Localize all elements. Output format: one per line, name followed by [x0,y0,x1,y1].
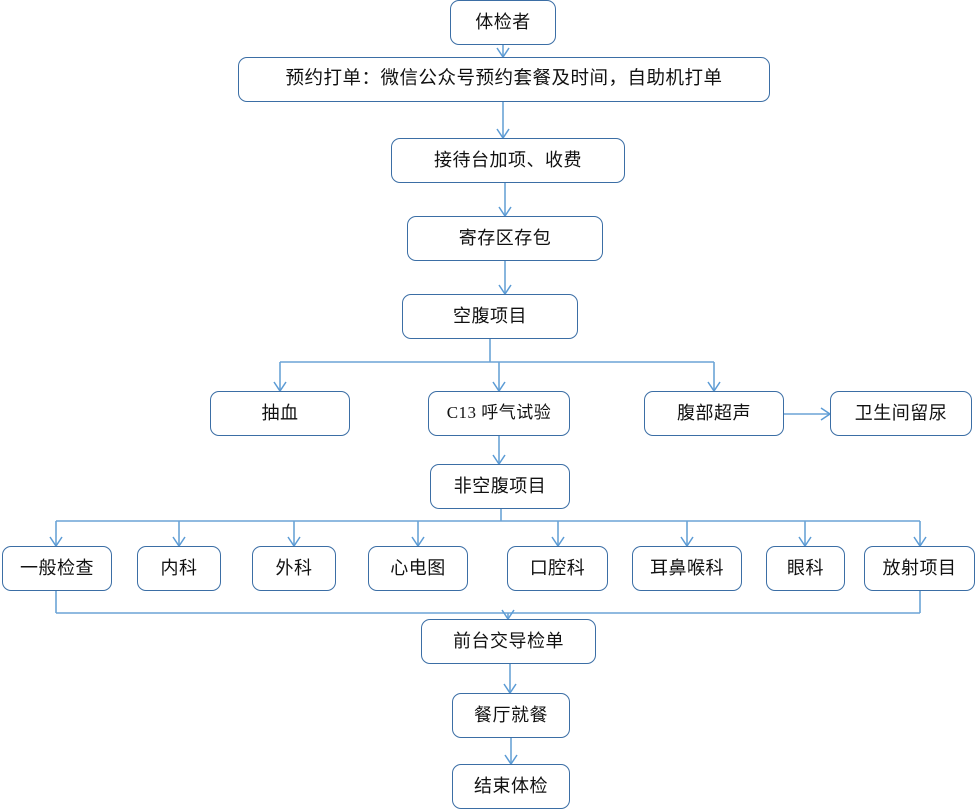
node-abdominal-ultrasound[interactable]: 腹部超声 [644,391,784,436]
edge-c13-to-feikongfu [492,436,506,466]
node-front-desk-submit-form[interactable]: 前台交导检单 [421,619,596,664]
node-c13-breath-test[interactable]: C13 呼气试验 [428,391,570,436]
edge-jiedaitai-to-jicunqu [498,183,512,218]
node-blood-draw[interactable]: 抽血 [210,391,350,436]
node-general-examination[interactable]: 一般检查 [2,546,112,591]
node-reception-add-and-pay[interactable]: 接待台加项、收费 [391,138,625,183]
node-ophthalmology[interactable]: 眼科 [766,546,845,591]
node-appointment-printing[interactable]: 预约打单：微信公众号预约套餐及时间，自助机打单 [238,57,770,102]
node-ecg[interactable]: 心电图 [368,546,468,591]
edge-qiantai-to-canting [503,664,517,695]
node-non-fasting-items[interactable]: 非空腹项目 [430,464,570,509]
node-internal-medicine[interactable]: 内科 [137,546,221,591]
node-dentistry[interactable]: 口腔科 [507,546,608,591]
node-radiology[interactable]: 放射项目 [864,546,975,591]
edge-kongfu-branch-bus [273,339,721,393]
node-fasting-items[interactable]: 空腹项目 [402,294,578,339]
edge-jicunqu-to-kongfu [498,261,512,296]
node-locker-storage[interactable]: 寄存区存包 [407,216,603,261]
node-cafeteria-meal[interactable]: 餐厅就餐 [452,693,570,738]
edge-departments-merge-bus [55,591,921,621]
edge-canting-to-jieshu [504,738,518,766]
node-end-examination[interactable]: 结束体检 [452,764,570,809]
node-restroom-urine-sample[interactable]: 卫生间留尿 [830,391,972,436]
edge-feikongfu-branch-bus [49,509,927,548]
node-examinee[interactable]: 体检者 [450,0,556,45]
edge-yuyue-to-jiedaitai [496,102,510,140]
edge-tijianzhe-to-yuyue [496,45,510,59]
node-surgery[interactable]: 外科 [252,546,336,591]
edge-fubuchaosheng-to-weishengjian [784,407,832,421]
node-ent[interactable]: 耳鼻喉科 [632,546,742,591]
